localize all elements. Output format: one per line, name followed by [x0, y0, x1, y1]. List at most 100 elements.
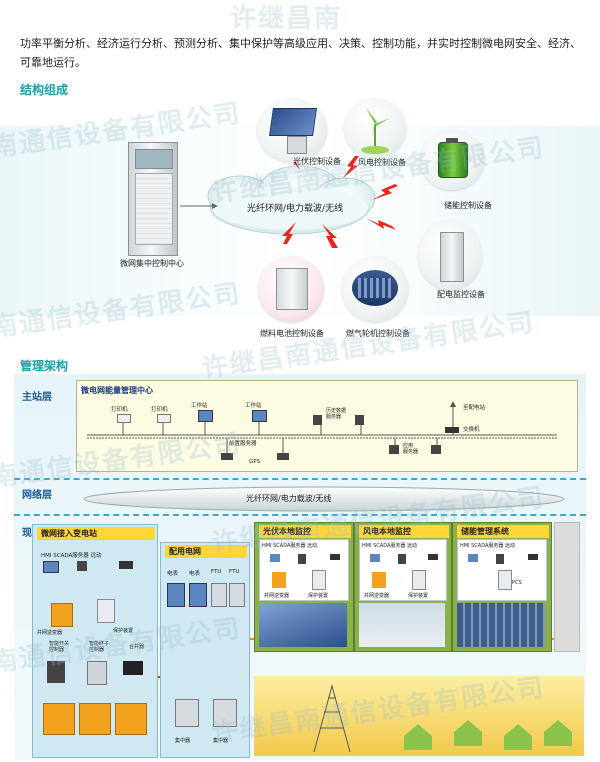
lightning-icon — [366, 218, 396, 230]
layer-master: 主站层 — [22, 392, 52, 403]
server-icon — [313, 415, 322, 425]
substation-breaker: 合并器 — [129, 644, 145, 650]
hmi-icon — [370, 554, 380, 562]
protect-icon — [97, 599, 115, 623]
wind-local-title: 风电本地监控 — [359, 525, 449, 538]
battery-array-image — [457, 603, 545, 647]
pv-local-row: HMI SCADA服务器 远动 — [262, 543, 317, 549]
protect-icon — [412, 570, 426, 590]
concentrator-icon — [175, 699, 199, 727]
cabinet-screen — [135, 149, 173, 169]
remote-icon — [330, 554, 340, 560]
substation-inverter: 并网逆变器 — [37, 630, 63, 636]
ems-workstation-1: 工作站 — [191, 403, 208, 409]
arrow-head-icon — [212, 203, 218, 209]
pv-local-protect: 保护装置 — [308, 593, 329, 599]
storage-sys-panel: 储能管理系统 HMI SCADA服务器 远动 PCS — [452, 522, 552, 652]
dist-ftu-1: FTU — [211, 569, 222, 575]
central-cabinet — [128, 142, 178, 256]
network-label: 光纤环网/电力载波/无线 — [246, 494, 332, 503]
distribution-device-label: 配电监控设备 — [437, 290, 485, 299]
fuel-device-bubble — [258, 256, 324, 322]
controller-icon — [87, 661, 107, 685]
server-icon — [221, 453, 233, 460]
server-icon — [355, 415, 364, 425]
wind-local-protect: 保护装置 — [408, 593, 429, 599]
ems-gps: GPS — [249, 459, 261, 465]
meter-icon — [189, 583, 207, 607]
remote-icon — [119, 561, 133, 569]
gas-turbine-icon — [352, 270, 398, 306]
section-title-management: 管理架构 — [20, 359, 69, 373]
lightning-icon — [322, 224, 338, 248]
concentrator-icon — [213, 699, 237, 727]
ems-printer-2: 打印机 — [151, 407, 168, 413]
separator-2 — [14, 514, 586, 516]
structure-diagram: 微网集中控制中心 光纤环网/电力载波/无线 光伏控制设备 风电控制设备 储能控制… — [0, 96, 600, 348]
controller-icon — [47, 661, 65, 683]
wind-device-bubble — [344, 98, 406, 158]
storage-sys-pcs: PCS — [512, 580, 522, 586]
breaker-icon — [123, 661, 143, 675]
intro-text: 功率平衡分析、经济运行分析、预测分析、集中保护等高级应用、决策、控制功能，并实时… — [20, 37, 581, 69]
server-icon — [431, 445, 441, 454]
solar-field-image — [259, 603, 347, 647]
controller-box-icon — [287, 136, 307, 154]
section-title-structure: 结构组成 — [20, 83, 69, 97]
cabinet-door — [135, 173, 173, 245]
substation-panel: 微网接入变电站 HMI SCADA服务器 远动 并网逆变器 保护装置 智能开关 … — [32, 524, 158, 758]
workstation-icon — [198, 410, 213, 422]
workstation-icon — [252, 410, 267, 422]
storage-sys-title: 储能管理系统 — [457, 525, 549, 538]
remote-icon — [428, 554, 438, 560]
fuel-device-label: 燃料电池控制设备 — [260, 329, 324, 338]
ems-app-server: 应用 服务器 — [403, 443, 419, 455]
landscape-svg — [313, 684, 572, 753]
pv-local-inverter: 并网逆变器 — [264, 593, 290, 599]
pv-local-title: 光伏本地监控 — [259, 525, 351, 538]
lightning-icon — [343, 156, 359, 178]
battery-terminal-icon — [446, 138, 458, 143]
hmi-icon — [270, 554, 280, 562]
protect-icon — [312, 570, 326, 590]
dist-meter-2: 电表 — [189, 571, 201, 577]
wind-local-inverter: 并网逆变器 — [364, 593, 390, 599]
substation-title: 微网接入变电站 — [37, 527, 155, 540]
network-ring — [83, 486, 565, 512]
dist-ftu-2: FTU — [229, 569, 240, 575]
ems-workstation-2: 工作站 — [245, 403, 262, 409]
server-icon — [298, 554, 306, 564]
ftu-icon — [211, 583, 227, 607]
dist-concentrator-1: 集中器 — [175, 738, 191, 744]
fuel-cell-icon — [276, 268, 308, 310]
cloud-label: 光纤环网/电力载波/无线 — [247, 204, 344, 214]
server-icon — [496, 554, 504, 564]
wind-field-image — [359, 603, 445, 647]
house-icons — [404, 720, 572, 750]
meter-icon — [167, 583, 185, 607]
switch-icon — [445, 427, 459, 433]
switch-symbol-icon — [43, 703, 75, 735]
layer-network: 网络层 — [22, 490, 52, 501]
power-tower-icon — [313, 684, 351, 753]
ems-pre-server: 前置服务器 — [229, 441, 257, 447]
arrow-up-icon — [450, 401, 456, 407]
landscape-strip — [254, 676, 584, 756]
storage-device-bubble — [420, 130, 484, 190]
storage-sys-row: HMI SCADA服务器 远动 — [460, 543, 515, 549]
separator-1 — [14, 478, 586, 480]
ftu-icon — [229, 583, 245, 607]
storage-sys-box: HMI SCADA服务器 远动 PCS — [457, 539, 547, 601]
wind-local-row: HMI SCADA服务器 远动 — [362, 543, 417, 549]
pv-device-label: 光伏控制设备 — [293, 157, 341, 166]
distribution-device-bubble — [418, 220, 482, 290]
substation-row: HMI SCADA服务器 远动 — [41, 553, 102, 559]
ems-panel: 微电网能量管理中心 打印机 打印机 工作站 工作站 历史数据 服 — [76, 380, 578, 472]
wind-turbine-icon — [361, 108, 390, 154]
distribution-title: 配用电网 — [165, 545, 247, 558]
inverter-icon — [272, 572, 286, 588]
distribution-cabinet-icon — [440, 232, 464, 282]
ems-title: 微电网能量管理中心 — [81, 386, 153, 395]
lightning-icon — [372, 184, 398, 200]
wind-local-box: HMI SCADA服务器 远动 并网逆变器 保护装置 — [359, 539, 447, 601]
